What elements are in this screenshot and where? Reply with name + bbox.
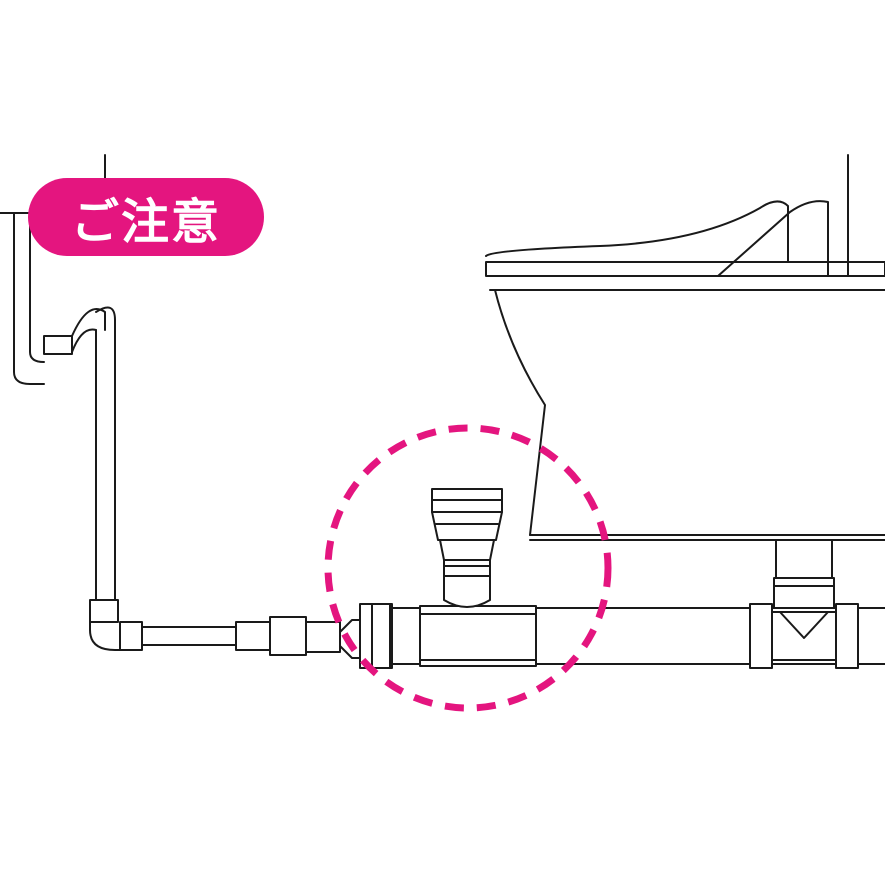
highlight-dashed-circle	[324, 424, 612, 712]
sink-trap-pipe	[13, 212, 116, 603]
toilet	[485, 154, 885, 541]
notice-badge: ご注意	[28, 178, 264, 256]
toilet-outlet-flange	[749, 539, 859, 669]
tee-fitting-vent-valve	[419, 488, 537, 667]
drain-elbow-horizontal	[89, 599, 361, 659]
notice-badge-label: ご注意	[70, 194, 221, 250]
